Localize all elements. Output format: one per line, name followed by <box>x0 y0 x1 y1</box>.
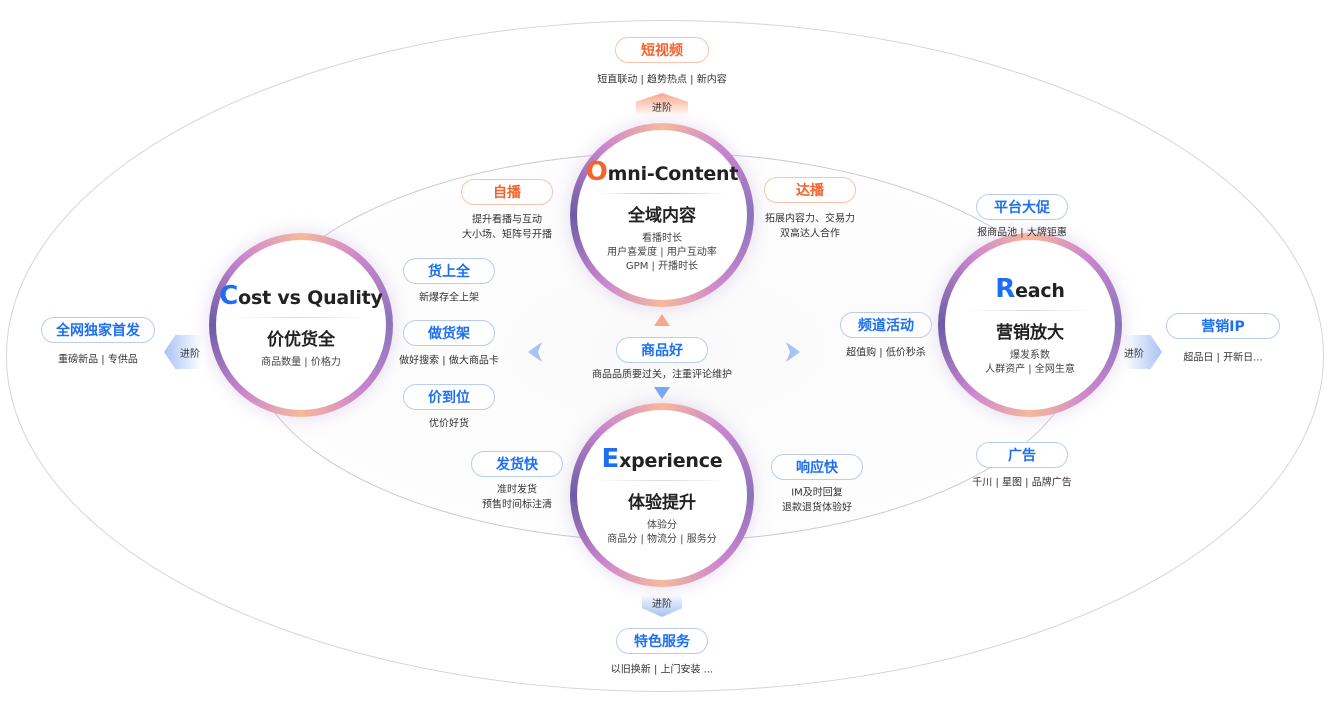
title-rest: xperience <box>619 449 723 472</box>
pill-kol-live: 达播 <box>764 177 856 203</box>
pill-fast-reply: 响应快 <box>771 454 863 480</box>
metric-line: 用户喜爱度 | 用户互动率 <box>607 246 717 258</box>
advance-arrow-up: 进阶 <box>636 93 688 115</box>
pill-desc: 新爆存全上架 <box>419 292 479 304</box>
pill-self-live: 自播 <box>461 179 553 205</box>
divider <box>236 316 366 318</box>
metric-line: 看播时长 <box>642 232 682 244</box>
title-initial: E <box>601 443 620 474</box>
chevron-right-icon <box>786 342 800 362</box>
title-rest: mni-Content <box>607 162 739 185</box>
divider <box>965 309 1095 311</box>
pill-desc: 双高达人合作 <box>780 228 840 240</box>
pill-desc: 以旧换新 | 上门安装 ... <box>610 664 714 676</box>
circle-title: Cost vs Quality <box>219 280 383 311</box>
metric-line: 商品分 | 物流分 | 服务分 <box>607 533 717 545</box>
pill-desc: 短直联动 | 趋势热点 | 新内容 <box>597 74 727 86</box>
circle-cost-quality: Cost vs Quality 价优货全 商品数量 | 价格力 <box>209 233 393 417</box>
title-initial: O <box>585 156 608 187</box>
metric-line: 商品数量 | 价格力 <box>261 356 341 368</box>
pill-desc: 准时发货 <box>497 484 537 496</box>
chevron-left-icon <box>528 342 542 362</box>
pill-desc: 千川 | 星图 | 品牌广告 <box>972 477 1072 489</box>
pill-desc: 优价好货 <box>429 418 469 430</box>
title-initial: R <box>995 273 1016 304</box>
pill-good-product: 商品好 <box>616 337 708 363</box>
circle-omni-content: Omni-Content 全域内容 看播时长 用户喜爱度 | 用户互动率 GPM… <box>570 123 754 307</box>
triangle-down-icon <box>654 387 670 399</box>
circle-title: Experience <box>602 444 723 474</box>
advance-label: 进阶 <box>652 599 672 610</box>
divider <box>597 192 727 194</box>
metric-line: 爆发系数 <box>1010 349 1050 361</box>
pill-ads: 广告 <box>976 442 1068 468</box>
pill-fast-shipping: 发货快 <box>471 451 563 477</box>
circle-subtitle: 营销放大 <box>996 322 1064 343</box>
pill-exclusive-launch: 全网独家首发 <box>41 317 155 343</box>
pill-special-service: 特色服务 <box>616 628 708 654</box>
outer-ellipse <box>6 20 1324 692</box>
advance-label: 进阶 <box>180 348 200 360</box>
circle-subtitle: 价优货全 <box>267 329 335 350</box>
advance-arrow-down: 进阶 <box>642 595 682 617</box>
advance-label: 进阶 <box>652 103 672 114</box>
pill-goods-full: 货上全 <box>403 258 495 284</box>
title-rest: ost vs Quality <box>238 286 383 309</box>
circle-subtitle: 全域内容 <box>628 205 696 226</box>
pill-desc: 退款退货体验好 <box>782 502 852 514</box>
circle-subtitle: 体验提升 <box>628 492 696 513</box>
pill-channel-activity: 频道活动 <box>840 312 932 338</box>
pill-desc: IM及时回复 <box>791 487 843 499</box>
pill-desc: 预售时间标注清 <box>482 499 552 511</box>
circle-title: Reach <box>995 274 1065 304</box>
metric-line: 体验分 <box>647 519 677 531</box>
pill-marketing-ip: 营销IP <box>1166 313 1280 339</box>
title-rest: each <box>1015 279 1065 302</box>
divider <box>597 479 727 481</box>
pill-desc: 重磅新品 | 专供品 <box>58 354 138 366</box>
pill-platform-promo: 平台大促 <box>976 194 1068 220</box>
triangle-up-icon <box>654 314 670 326</box>
advance-label: 进阶 <box>1124 348 1144 360</box>
pill-desc: 超值购 | 低价秒杀 <box>846 347 926 359</box>
pill-desc: 做好搜索 | 做大商品卡 <box>399 355 499 367</box>
circle-experience: Experience 体验提升 体验分 商品分 | 物流分 | 服务分 <box>570 403 754 587</box>
metric-line: 人群资产 | 全网生意 <box>985 363 1075 375</box>
metric-line: GPM | 开播时长 <box>625 260 699 272</box>
pill-desc: 大小场、矩阵号开播 <box>462 229 552 241</box>
pill-desc: 拓展内容力、交易力 <box>765 213 855 225</box>
pill-desc: 提升看播与互动 <box>472 214 542 226</box>
circle-title: Omni-Content <box>586 157 739 187</box>
circle-reach: Reach 营销放大 爆发系数 人群资产 | 全网生意 <box>938 233 1122 417</box>
pill-desc: 超品日 | 开新日... <box>1183 352 1263 364</box>
title-initial: C <box>219 280 239 311</box>
pill-desc: 商品品质要过关，注重评论维护 <box>592 369 732 381</box>
pill-short-video: 短视频 <box>615 37 709 63</box>
pill-shelf: 做货架 <box>403 320 495 346</box>
pill-desc: 报商品池 | 大牌钜惠 <box>977 227 1067 239</box>
pill-price: 价到位 <box>403 384 495 410</box>
